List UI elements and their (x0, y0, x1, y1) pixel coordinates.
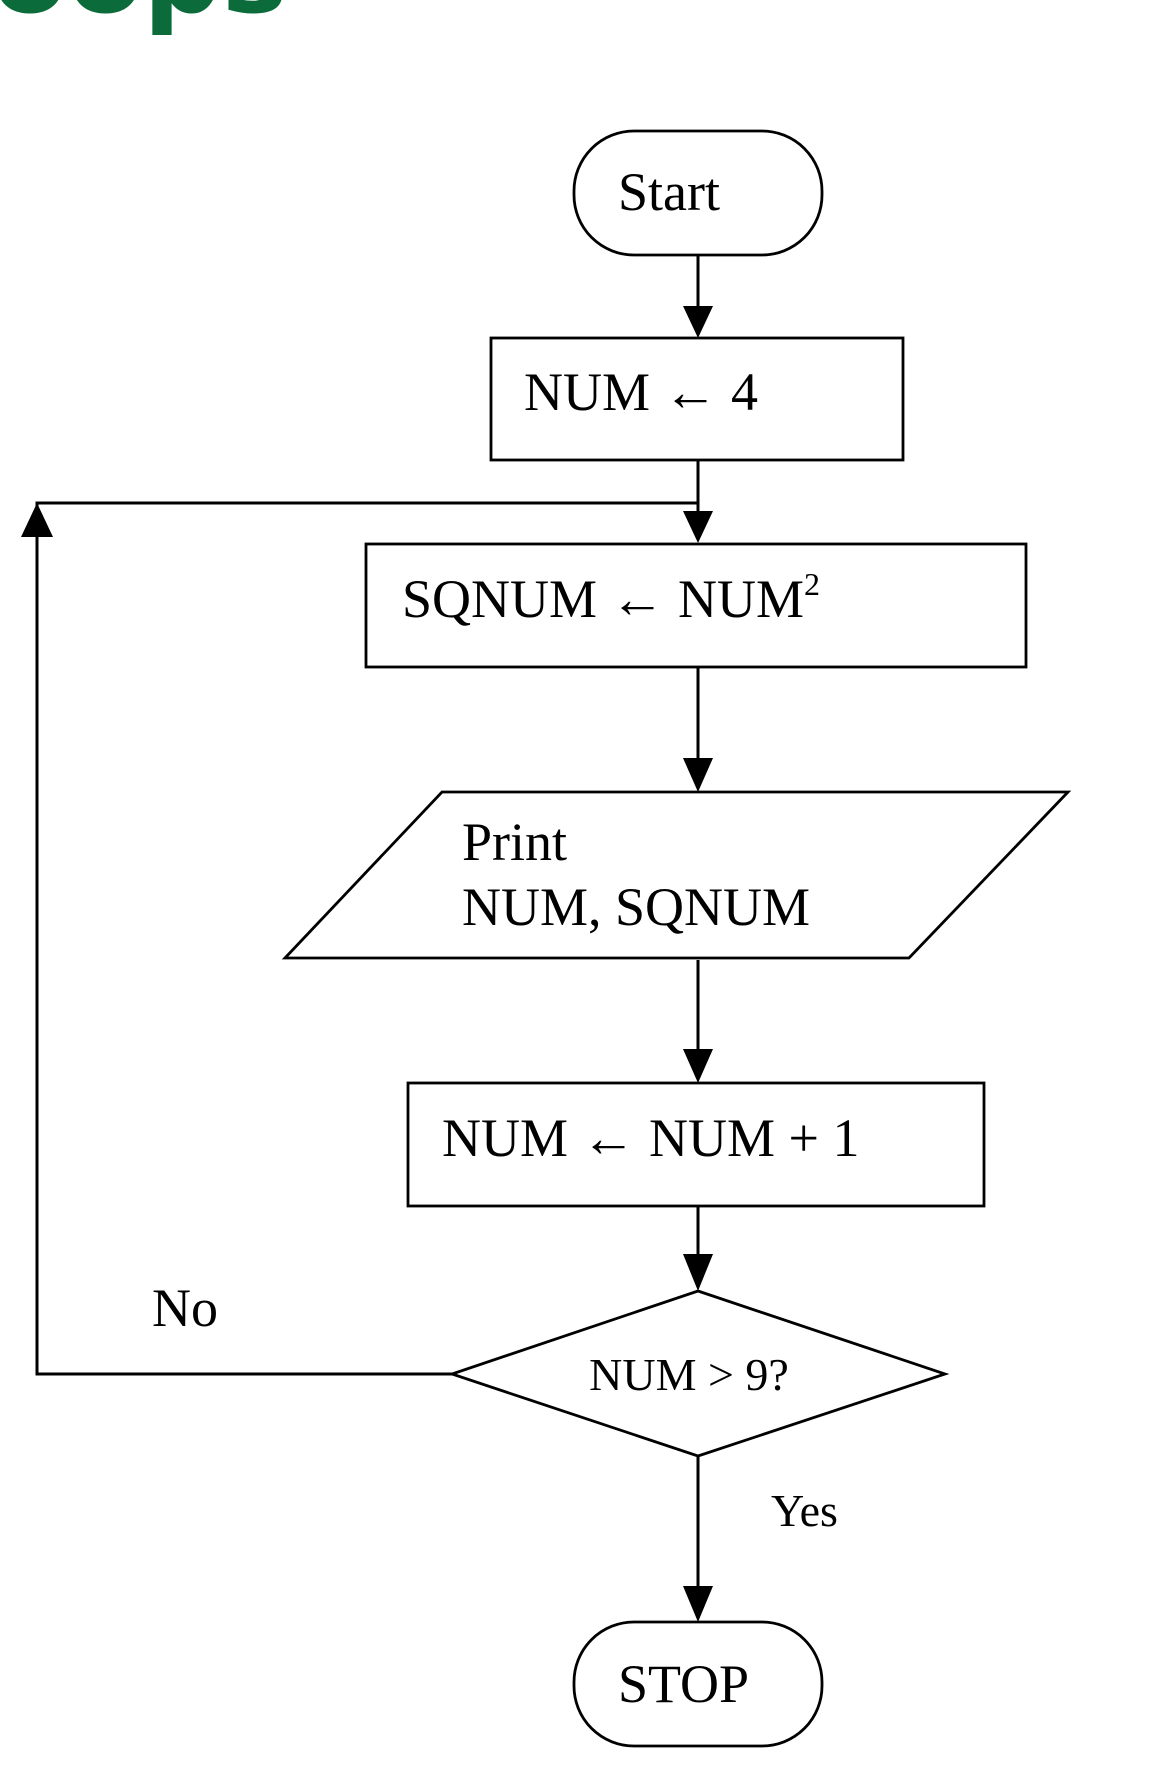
stop-node: STOP (572, 1620, 824, 1748)
print-io-node: Print NUM, SQNUM (281, 790, 1072, 960)
arrowhead-print (683, 758, 713, 792)
arrowhead-stop (683, 1586, 713, 1622)
arrowhead-decision (683, 1254, 713, 1291)
start-label: Start (618, 162, 720, 222)
no-branch-label: No (152, 1278, 218, 1338)
square-label-superscript: 2 (804, 566, 820, 602)
start-node: Start (572, 129, 824, 257)
arrowhead-loop-up (21, 503, 53, 537)
square-label-text: SQNUM ← NUM (402, 569, 804, 629)
stop-label: STOP (618, 1654, 749, 1714)
init-process-node: NUM ← 4 (489, 336, 905, 462)
increment-label: NUM ← NUM + 1 (442, 1108, 859, 1168)
decision-label: NUM > 9? (589, 1349, 789, 1400)
yes-branch-label: Yes (771, 1485, 838, 1536)
arrowhead-init (683, 306, 713, 338)
square-label: SQNUM ← NUM2 (402, 566, 820, 629)
square-process-node: SQNUM ← NUM2 (364, 542, 1028, 669)
arrowhead-increment (683, 1049, 713, 1083)
print-label-line2: NUM, SQNUM (462, 877, 810, 937)
print-label-line1: Print (462, 812, 567, 872)
init-label: NUM ← 4 (524, 362, 758, 422)
page-title-fragment: oops (0, 0, 287, 38)
decision-node: NUM > 9? (447, 1289, 950, 1458)
arrowhead-square (683, 511, 713, 543)
increment-process-node: NUM ← NUM + 1 (406, 1081, 986, 1208)
edge-loop-back (35, 501, 698, 1376)
